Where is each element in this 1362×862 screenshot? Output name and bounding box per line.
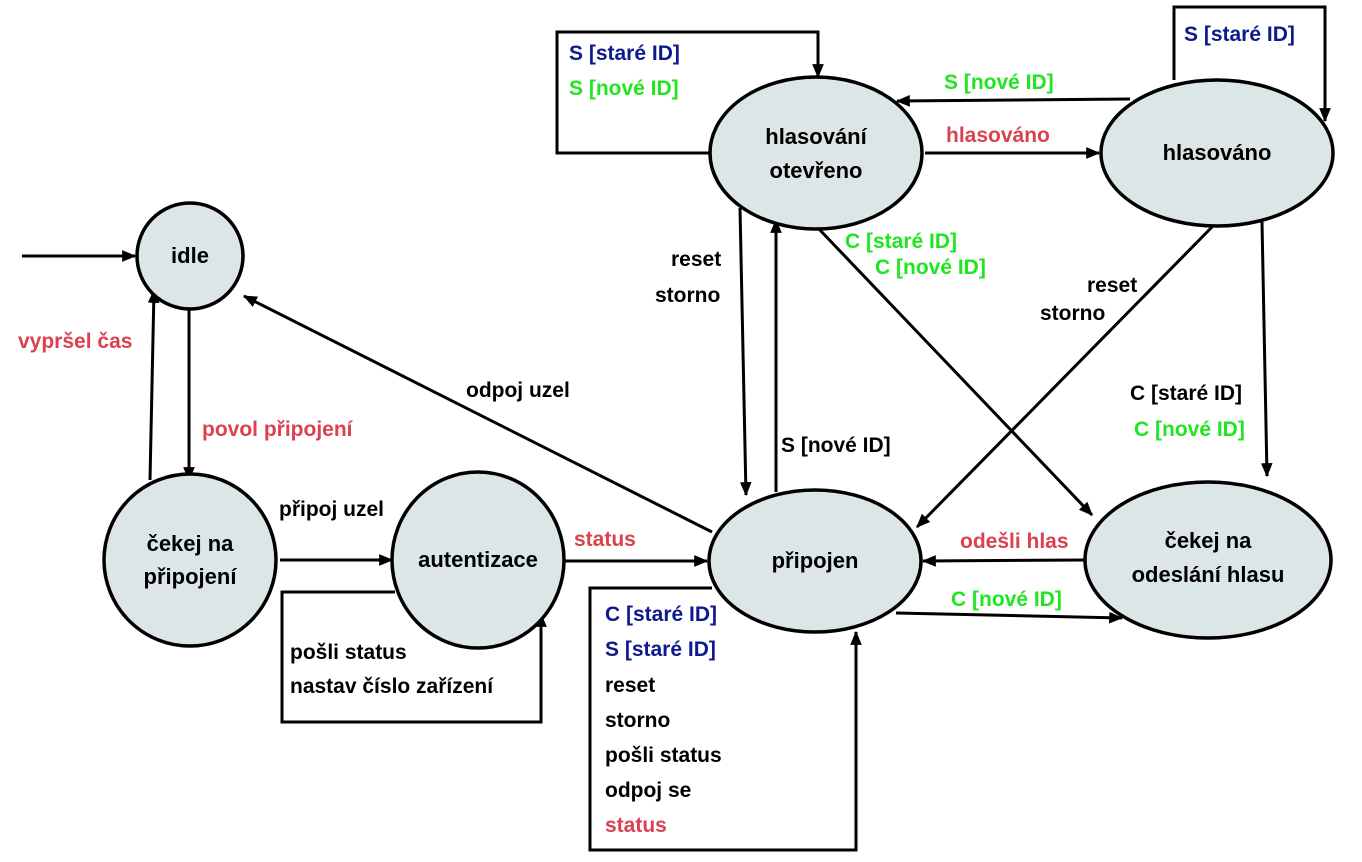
- label-pripoj-uzel: připoj uzel: [279, 498, 384, 521]
- loop-pripojen: [588, 586, 862, 852]
- edge-odpoj-uzel: [242, 294, 713, 534]
- state-cekej-odeslani-line1: čekej na: [1165, 528, 1253, 553]
- label-status: status: [574, 528, 636, 551]
- state-cekej-pripojeni-line1: čekej na: [147, 531, 235, 556]
- edge-vyprsel-cas: [147, 288, 160, 481]
- edge-reset-storno-right: [915, 224, 1215, 529]
- state-idle-label: idle: [171, 243, 209, 268]
- loop-pripojen-label-2: S [staré ID]: [605, 638, 716, 661]
- state-hlasovani-line2: otevřeno: [770, 158, 863, 183]
- edge-odesli-hlas: [921, 555, 1085, 567]
- label-s-nove-up: S [nové ID]: [781, 434, 891, 457]
- label-s-nove-top: S [nové ID]: [944, 71, 1054, 94]
- loop-pripojen-label-1: C [staré ID]: [605, 603, 717, 626]
- label-storno-left: storno: [655, 284, 720, 307]
- edge-reset-storno-left: [738, 207, 752, 497]
- label-odpoj-uzel: odpoj uzel: [466, 379, 570, 402]
- label-povol-pripojeni: povol připojení: [202, 418, 354, 441]
- label-hlasovano-edge: hlasováno: [946, 124, 1050, 147]
- state-idle: idle: [135, 201, 245, 311]
- loop-pripojen-label-4: storno: [605, 709, 670, 732]
- loop-pripojen-label-7: status: [605, 814, 667, 837]
- label-odesli-hlas: odešli hlas: [960, 530, 1069, 553]
- label-reset-left: reset: [671, 248, 721, 271]
- label-c-stare-cross: C [staré ID]: [845, 230, 957, 253]
- label-reset-right: reset: [1087, 274, 1137, 297]
- loop-hlasovani: [555, 30, 824, 155]
- loop-hlasovano: [1172, 5, 1331, 123]
- label-c-nove-bottom: C [nové ID]: [951, 588, 1062, 611]
- state-cekej-na-odeslani: čekej na odeslání hlasu: [1083, 480, 1333, 640]
- loop-hlasovani-label-1: S [staré ID]: [569, 42, 680, 65]
- state-hlasovani-line1: hlasování: [765, 124, 867, 149]
- state-autentizace: autentizace: [390, 470, 566, 650]
- label-c-nove-cross: C [nové ID]: [875, 256, 986, 279]
- label-c-stare-right: C [staré ID]: [1130, 382, 1242, 405]
- edge-c-right: [1260, 221, 1273, 478]
- label-c-nove-right: C [nové ID]: [1134, 418, 1245, 441]
- state-autentizace-label: autentizace: [418, 547, 538, 572]
- loop-hlasovano-label-1: S [staré ID]: [1184, 23, 1295, 46]
- label-storno-right: storno: [1040, 302, 1105, 325]
- state-hlasovani-otevreno: hlasování otevřeno: [708, 75, 924, 231]
- state-pripojen-label: připojen: [772, 548, 859, 573]
- state-hlasovano-label: hlasováno: [1163, 140, 1272, 165]
- label-vyprsel-cas: vypršel čas: [18, 330, 132, 353]
- state-hlasovano: hlasováno: [1099, 78, 1335, 228]
- state-cekej-pripojeni-line2: připojení: [144, 564, 238, 589]
- edge-c-cross: [816, 226, 1094, 517]
- edge-c-nove-bottom: [895, 611, 1124, 624]
- edge-s-nove-top: [895, 95, 1131, 107]
- state-cekej-na-pripojeni: čekej na připojení: [102, 472, 278, 648]
- loop-hlasovani-label-2: S [nové ID]: [569, 77, 679, 100]
- state-cekej-odeslani-line2: odeslání hlasu: [1132, 562, 1285, 587]
- loop-autentizace-label-1: pošli status: [290, 641, 407, 664]
- state-pripojen: připojen: [707, 488, 923, 634]
- loop-pripojen-label-6: odpoj se: [605, 779, 691, 802]
- loop-pripojen-label-5: pošli status: [605, 744, 722, 767]
- loop-autentizace-label-2: nastav číslo zařízení: [290, 675, 494, 698]
- loop-autentizace: [280, 590, 547, 724]
- loop-pripojen-label-3: reset: [605, 674, 655, 697]
